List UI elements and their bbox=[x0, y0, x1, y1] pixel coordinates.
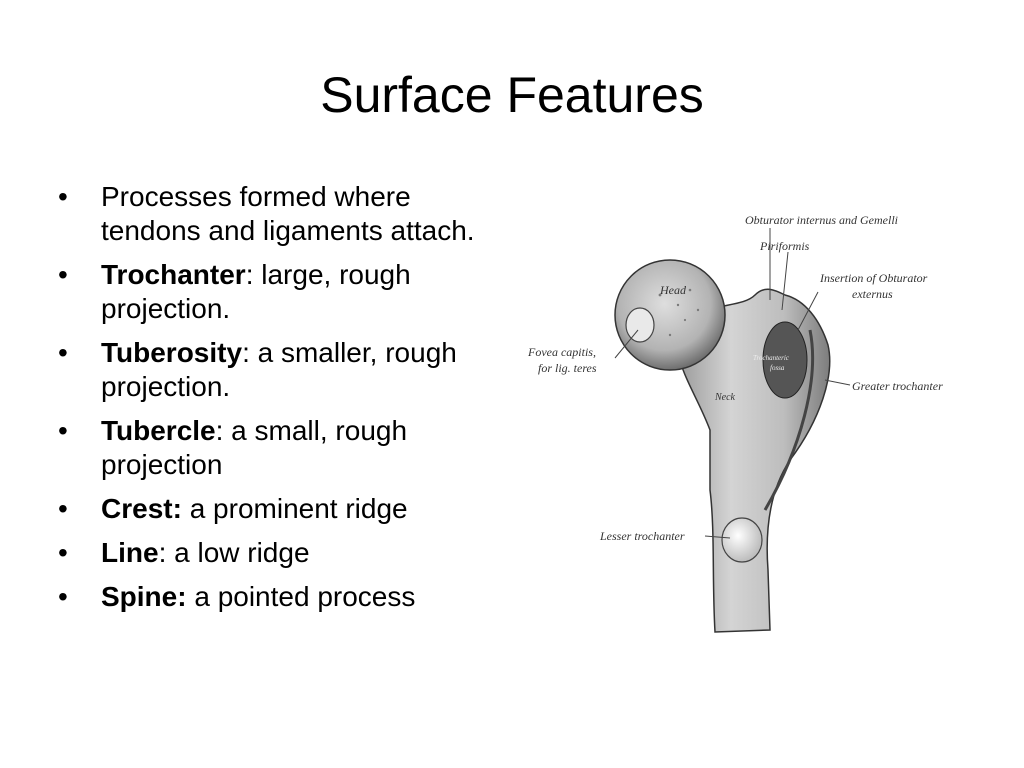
bullet-item: • Tubercle: a small, rough projection bbox=[56, 414, 486, 482]
label-neck: Neck bbox=[714, 392, 736, 403]
femur-illustration: Obturator internus and Gemelli Piriformi… bbox=[520, 200, 970, 650]
label-insertion-obturator: Insertion of Obturator bbox=[819, 271, 928, 285]
bullet-dot-icon: • bbox=[58, 415, 68, 446]
bullet-term: Crest: bbox=[101, 493, 182, 524]
lesser-trochanter bbox=[721, 517, 763, 563]
bullet-term: Trochanter bbox=[101, 259, 246, 290]
bullet-dot-icon: • bbox=[58, 493, 68, 524]
slide-title: Surface Features bbox=[320, 67, 704, 123]
label-obturator-internus: Obturator internus and Gemelli bbox=[745, 213, 898, 227]
label-trochanteric-fossa: Trochanteric bbox=[753, 354, 790, 362]
bullet-item: • Line: a low ridge bbox=[56, 536, 486, 570]
bullet-item: • Spine: a pointed process bbox=[56, 580, 486, 614]
femur-head bbox=[614, 259, 726, 371]
bullet-dot-icon: • bbox=[58, 181, 68, 212]
label-piriformis: Piriformis bbox=[759, 239, 810, 253]
bullet-item: • Crest: a prominent ridge bbox=[56, 492, 486, 526]
bullet-dot-icon: • bbox=[58, 537, 68, 568]
label-lesser-trochanter: Lesser trochanter bbox=[599, 529, 685, 543]
bullet-term: Tubercle bbox=[101, 415, 216, 446]
intertrochanteric-crest bbox=[763, 329, 814, 511]
bullet-dot-icon: • bbox=[58, 337, 68, 368]
label-fovea-capitis: Fovea capitis, bbox=[527, 345, 596, 359]
bullet-item: • Trochanter: large, rough projection. bbox=[56, 258, 486, 326]
bullet-term: Line bbox=[101, 537, 159, 568]
bullet-text: a prominent ridge bbox=[181, 493, 408, 524]
label-head: Head bbox=[659, 283, 687, 297]
bullet-text: : a small, rough projection bbox=[101, 415, 408, 480]
label-trochanteric-fossa-2: fossa bbox=[770, 364, 785, 372]
bullet-text: a pointed process bbox=[186, 581, 416, 612]
bullet-item: • Processes formed where tendons and liga… bbox=[56, 180, 486, 248]
bullet-dot-icon: • bbox=[58, 581, 68, 612]
bullet-text: : a smaller, rough projection. bbox=[101, 337, 457, 402]
label-greater-trochanter: Greater trochanter bbox=[852, 379, 943, 393]
head-texture bbox=[658, 288, 700, 337]
bullet-text: : large, rough projection. bbox=[101, 259, 411, 324]
trochanteric-fossa bbox=[762, 321, 808, 399]
label-fovea-capitis-2: for lig. teres bbox=[538, 361, 597, 375]
femur-drawing: Obturator internus and Gemelli Piriformi… bbox=[527, 213, 943, 633]
bullet-term: Spine: bbox=[101, 581, 187, 612]
bullet-list: • Processes formed where tendons and liga… bbox=[56, 180, 486, 624]
bullet-text: : a low ridge bbox=[158, 537, 310, 568]
bullet-term: Tuberosity bbox=[101, 337, 243, 368]
bullet-dot-icon: • bbox=[58, 259, 68, 290]
bullet-item: • Tuberosity: a smaller, rough projection… bbox=[56, 336, 486, 404]
bullet-text: Processes formed where tendons and ligam… bbox=[101, 181, 475, 246]
leader-lines bbox=[614, 228, 851, 539]
fovea-capitis bbox=[625, 307, 655, 343]
label-insertion-obturator-2: externus bbox=[852, 287, 893, 301]
